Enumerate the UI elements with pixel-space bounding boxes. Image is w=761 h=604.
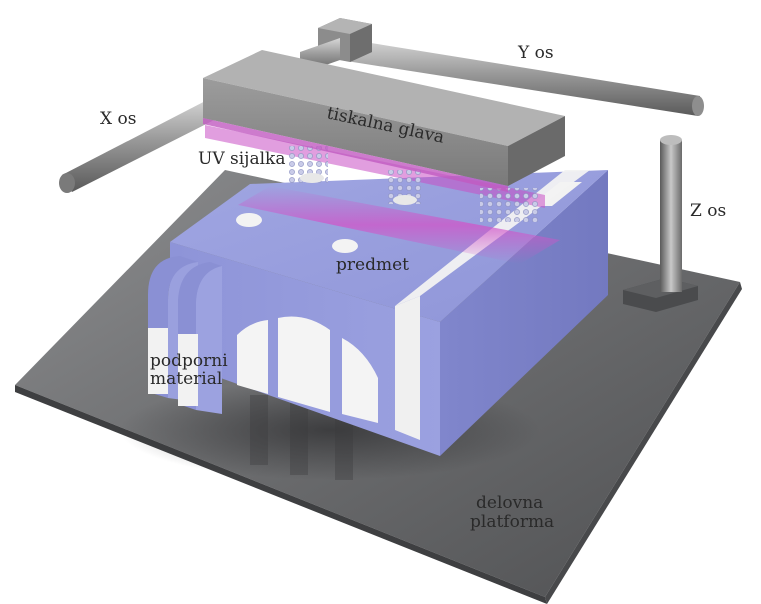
arch-supports (237, 316, 378, 423)
platform-reflection (250, 395, 353, 480)
support-stripe-side (395, 296, 420, 440)
label-uv-lamp: UV sijalka (198, 149, 285, 169)
z-axis-column (623, 135, 698, 312)
print-head (203, 50, 565, 192)
top-hole-right (332, 239, 358, 253)
support-pillars (148, 256, 222, 414)
printed-object (170, 170, 608, 456)
label-z-axis: Z os (690, 201, 726, 221)
uv-glow (205, 125, 545, 208)
label-support-line2: material (150, 369, 222, 389)
label-support-line1: podporni (150, 351, 228, 371)
uv-exposure-band (238, 186, 560, 264)
y-axis-rod (340, 38, 704, 116)
label-object: predmet (336, 255, 409, 275)
label-platform-line2: platforma (470, 512, 554, 532)
label-platform-line1: delovna (476, 493, 543, 513)
top-hole-left (236, 213, 262, 227)
label-y-axis: Y os (517, 43, 554, 63)
label-x-axis: X os (100, 109, 136, 129)
ink-droplets (288, 146, 540, 222)
